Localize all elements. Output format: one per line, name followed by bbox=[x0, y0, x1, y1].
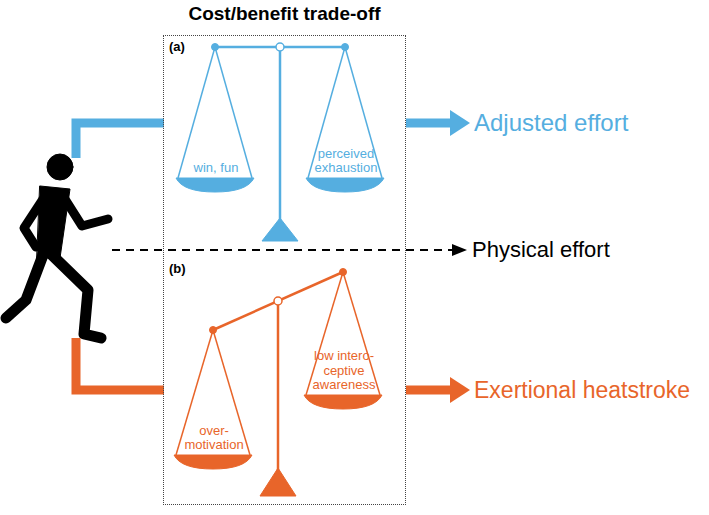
runner-silhouette bbox=[6, 154, 108, 338]
beam-end bbox=[212, 44, 219, 51]
scale-base bbox=[260, 468, 296, 496]
pivot bbox=[274, 297, 282, 305]
panel-label: (a) bbox=[169, 40, 185, 55]
outcome-label: Adjusted effort bbox=[474, 109, 628, 137]
runner-head bbox=[47, 154, 73, 180]
balance-scale bbox=[174, 269, 382, 497]
scale-post bbox=[279, 51, 282, 232]
arrow-head bbox=[450, 110, 470, 136]
frame-heading: Cost/benefit trade-off bbox=[144, 3, 425, 25]
runner-leg bbox=[52, 255, 101, 338]
scale-pan bbox=[304, 395, 382, 409]
pan-text: over-motivation bbox=[179, 424, 249, 453]
arrow-head bbox=[450, 377, 470, 403]
beam-end bbox=[340, 269, 347, 276]
pan-string bbox=[215, 47, 252, 178]
input-bracket bbox=[76, 338, 164, 390]
output-arrow bbox=[406, 386, 452, 395]
scale-pan-text: over-motivation bbox=[179, 393, 249, 453]
scale-post bbox=[277, 305, 280, 482]
scale-pan bbox=[306, 178, 384, 192]
pan-text: win, fun bbox=[194, 161, 239, 176]
runner-arm bbox=[24, 196, 45, 247]
input-bracket bbox=[76, 123, 164, 158]
scale-pan-text: low intero-ceptive awareness bbox=[312, 313, 376, 393]
outcome-label: Physical effort bbox=[472, 237, 610, 262]
beam-end bbox=[210, 327, 217, 334]
pan-text: low intero-ceptive awareness bbox=[312, 349, 376, 393]
panel-label: (b) bbox=[169, 262, 186, 277]
output-arrow bbox=[406, 119, 452, 128]
trade-off-frame: Cost/benefit trade-offwin, funperceived … bbox=[163, 35, 406, 505]
scale-base bbox=[262, 218, 298, 241]
runner-arm bbox=[63, 196, 108, 226]
pan-text: perceived exhaustion bbox=[311, 147, 381, 176]
arrow-head bbox=[452, 244, 467, 256]
outcome-label: Exertional heatstroke bbox=[474, 377, 690, 403]
runner-leg bbox=[6, 255, 43, 318]
scale-pan-text: perceived exhaustion bbox=[311, 116, 381, 176]
balance-scale bbox=[176, 43, 384, 241]
scale-pan-text: win, fun bbox=[181, 116, 251, 176]
pivot bbox=[276, 43, 284, 51]
pan-string bbox=[178, 47, 215, 178]
beam-end bbox=[342, 44, 349, 51]
scale-pan bbox=[174, 455, 252, 469]
scale-pan bbox=[176, 178, 254, 192]
